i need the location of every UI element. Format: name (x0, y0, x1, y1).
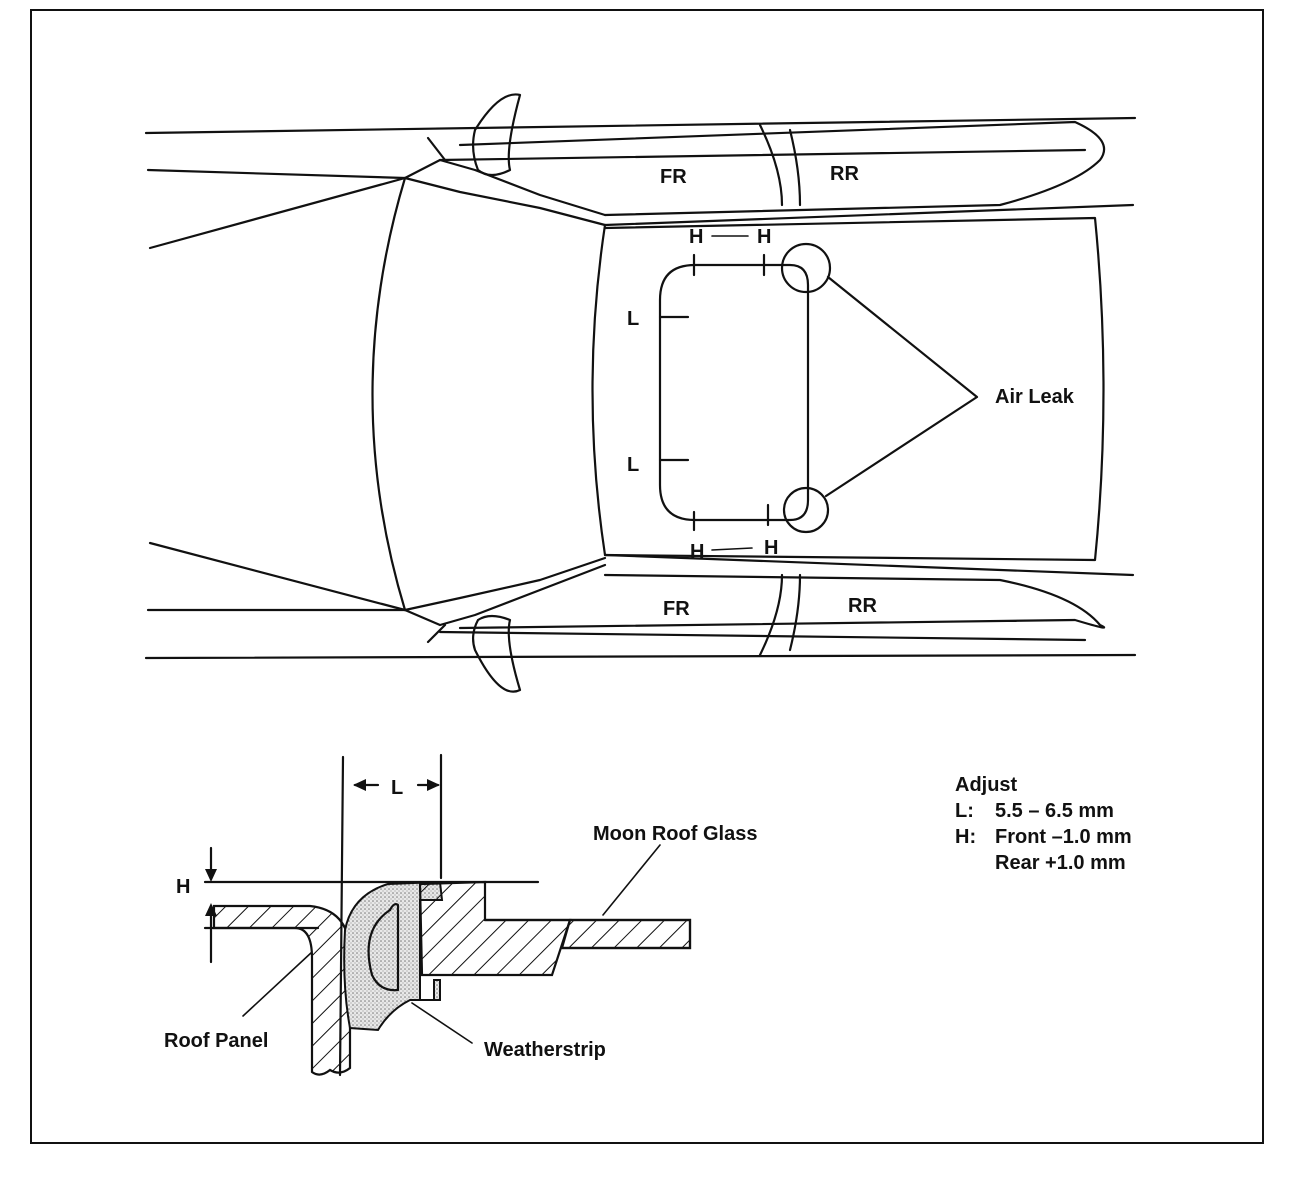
adjust-title: Adjust (955, 774, 1018, 796)
label-l-lower: L (627, 454, 639, 476)
label-roof-panel: Roof Panel (164, 1030, 268, 1052)
label-l-upper: L (627, 308, 639, 330)
label-h-rear-upper: H (757, 226, 771, 248)
car-top-view (144, 93, 1137, 693)
label-section-l: L (391, 777, 403, 799)
label-h-front-upper: H (689, 226, 703, 248)
adjust-spec: Adjust L: 5.5 – 6.5 mm H: Front –1.0 mm … (955, 774, 1132, 874)
label-weatherstrip: Weatherstrip (484, 1039, 606, 1061)
label-h-rear-lower: H (764, 537, 778, 559)
adjust-h-rear: Rear +1.0 mm (995, 852, 1126, 874)
weatherstrip-cross-section (203, 753, 692, 1077)
label-rr-lower: RR (848, 595, 877, 617)
label-section-h: H (176, 876, 190, 898)
label-fr-upper: FR (660, 166, 687, 188)
adjust-h-key: H: (955, 826, 976, 848)
label-rr-upper: RR (830, 163, 859, 185)
adjust-l-key: L: (955, 800, 974, 822)
adjust-h-front: Front –1.0 mm (995, 826, 1132, 848)
label-moon-roof-glass: Moon Roof Glass (593, 823, 757, 845)
label-air-leak: Air Leak (995, 386, 1075, 408)
label-fr-lower: FR (663, 598, 690, 620)
figure-frame (30, 9, 1264, 1144)
adjust-l-value: 5.5 – 6.5 mm (995, 800, 1114, 822)
label-h-front-lower: H (690, 541, 704, 563)
